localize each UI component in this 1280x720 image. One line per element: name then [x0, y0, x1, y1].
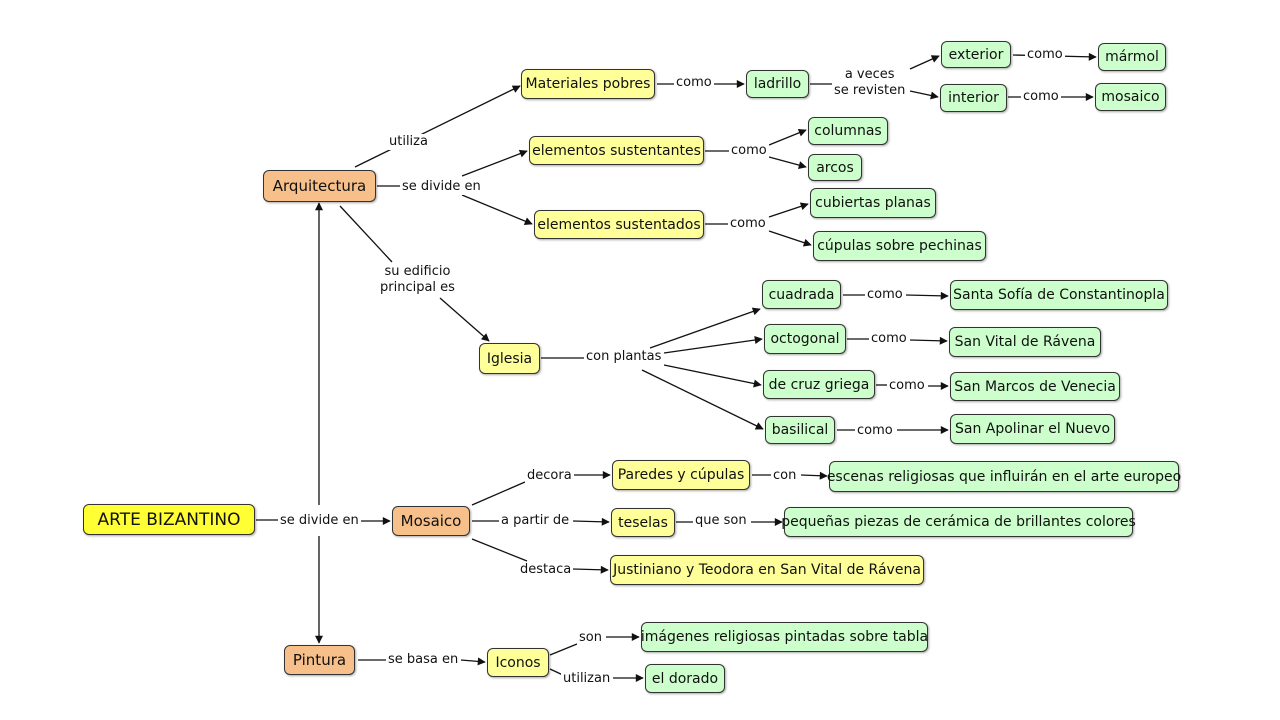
link-label-decora: decora	[525, 468, 574, 484]
node-columnas[interactable]: columnas	[808, 117, 888, 145]
link-label-a-partir-de: a partir de	[499, 513, 572, 529]
link-label-utiliza: utiliza	[387, 134, 430, 150]
node-ladrillo[interactable]: ladrillo	[746, 70, 809, 98]
node-teselas[interactable]: teselas	[611, 508, 675, 537]
node-materiales-pobres[interactable]: Materiales pobres	[521, 69, 655, 99]
node-arquitectura[interactable]: Arquitectura	[263, 170, 376, 202]
node-cubiertas-planas[interactable]: cubiertas planas	[810, 188, 936, 218]
node-mosaico-revestimiento[interactable]: mosaico	[1095, 83, 1166, 111]
link-label-que-son: que son	[693, 513, 749, 529]
edge-sustentados	[461, 194, 533, 225]
edge-basilical	[641, 369, 764, 430]
link-label-se-divide-en: se divide en	[400, 179, 483, 195]
link-label-son: son	[577, 630, 604, 646]
node-justiniano-teodora[interactable]: Justiniano y Teodora en San Vital de Ráv…	[610, 555, 924, 585]
link-label-utilizan: utilizan	[561, 671, 613, 687]
link-label-como: como	[1025, 47, 1065, 63]
node-santa-sofia[interactable]: Santa Sofía de Constantinopla	[950, 280, 1168, 310]
edge-cupulas	[768, 230, 812, 247]
link-label-como: como	[674, 75, 714, 91]
node-interior[interactable]: interior	[940, 84, 1007, 112]
node-el-dorado[interactable]: el dorado	[645, 664, 725, 693]
node-mosaico[interactable]: Mosaico	[392, 506, 470, 536]
link-label-como: como	[1021, 89, 1061, 105]
edge-san-vital	[909, 336, 948, 345]
node-arcos[interactable]: arcos	[808, 154, 862, 181]
edge-edificio-a	[339, 205, 393, 263]
edge-partir-b	[572, 517, 610, 526]
node-san-vital[interactable]: San Vital de Rávena	[949, 327, 1101, 357]
node-basilical[interactable]: basilical	[765, 416, 835, 444]
node-pequenas-piezas[interactable]: pequeñas piezas de cerámica de brillante…	[781, 507, 1136, 537]
link-label-como: como	[855, 423, 895, 439]
link-label-a-veces-se-revisten: a veces se revisten	[832, 67, 908, 99]
node-arte-bizantino[interactable]: ARTE BIZANTINO	[83, 504, 255, 535]
link-label-como: como	[728, 216, 768, 232]
node-cupulas-pechinas[interactable]: cúpulas sobre pechinas	[813, 231, 986, 261]
edge-columnas	[768, 128, 807, 146]
edge-cubiertas	[768, 202, 809, 218]
node-octogonal[interactable]: octogonal	[764, 324, 846, 354]
edge-sustentantes	[461, 149, 528, 177]
link-label-con: con	[771, 468, 799, 484]
edge-cuadrada	[649, 307, 761, 349]
node-iconos[interactable]: Iconos	[487, 648, 549, 677]
link-label-se-basa-en: se basa en	[386, 652, 461, 668]
node-escenas-religiosas[interactable]: escenas religiosas que influirán en el a…	[827, 461, 1181, 492]
node-exterior[interactable]: exterior	[941, 41, 1011, 68]
node-paredes-cupulas[interactable]: Paredes y cúpulas	[612, 460, 750, 490]
edge-destaca-a	[471, 538, 528, 562]
node-cuadrada[interactable]: cuadrada	[762, 280, 841, 309]
node-san-apolinar[interactable]: San Apolinar el Nuevo	[950, 414, 1115, 444]
link-label-con-plantas: con plantas	[584, 349, 664, 365]
link-label-como: como	[887, 378, 927, 394]
link-label-como: como	[869, 331, 909, 347]
link-label-como: como	[729, 143, 769, 159]
edge-exterior	[909, 55, 940, 70]
node-iglesia[interactable]: Iglesia	[479, 343, 540, 374]
edge-cruz	[663, 364, 762, 388]
edge-con-b	[800, 471, 828, 480]
link-label-destaca: destaca	[518, 562, 574, 578]
link-label-como: como	[865, 287, 905, 303]
edge-octogonal	[663, 336, 763, 354]
edge-utiliza	[354, 85, 521, 168]
edge-arcos	[768, 156, 807, 169]
node-cruz-griega[interactable]: de cruz griega	[763, 370, 875, 399]
node-pintura[interactable]: Pintura	[284, 645, 355, 675]
edge-son-a	[549, 643, 578, 656]
edge-santa-sofia	[905, 291, 949, 300]
node-imagenes-religiosas[interactable]: imágenes religiosas pintadas sobre tabla	[641, 622, 928, 652]
edge-interior	[909, 90, 939, 100]
edge-edificio-b	[439, 297, 490, 342]
node-elementos-sustentantes[interactable]: elementos sustentantes	[529, 136, 704, 165]
link-label-su-edificio-principal-es: su edificio principal es	[378, 264, 457, 296]
link-label-se-divide-en: se divide en	[278, 513, 361, 529]
edge-destaca-b	[572, 565, 609, 574]
node-elementos-sustentados[interactable]: elementos sustentados	[534, 210, 704, 239]
node-san-marcos[interactable]: San Marcos de Venecia	[950, 372, 1120, 401]
edge-basa-b	[460, 657, 486, 666]
edge-decora-a	[471, 481, 526, 506]
node-marmol[interactable]: mármol	[1098, 43, 1166, 71]
